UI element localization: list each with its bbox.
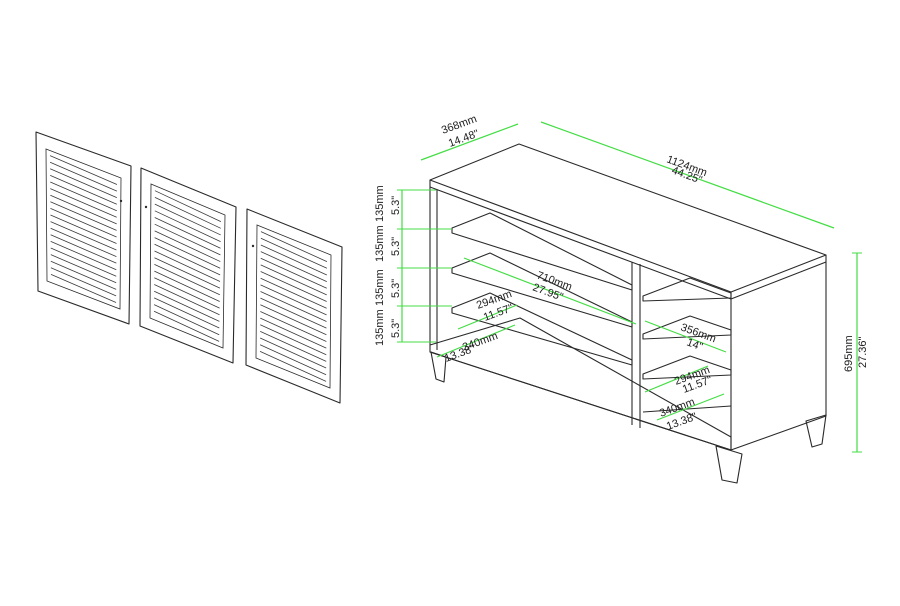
louver-slat [154,230,221,262]
louver-slat [260,291,327,322]
louver-slat [50,274,117,303]
louver-slat [154,223,221,256]
louver-slat [259,350,327,382]
louver-slat [154,290,220,322]
louver-slat [154,277,220,309]
shelf-gap-4-mm-label: 135mm [374,309,386,346]
louver-slat [50,201,117,231]
louver-slat [50,254,117,284]
louver-slat [260,264,327,296]
louver-slat [154,257,221,289]
louver-slat [50,241,117,271]
louver-slat [154,203,221,236]
louver-slat [154,217,221,249]
shelf-gap-1-mm-label: 135mm [374,185,386,222]
shelf-gap-2-mm-label: 135mm [374,225,386,262]
louver-slat [260,277,327,309]
louver-slat [154,237,221,269]
louver-slat [153,297,220,329]
louver-slat [260,311,327,342]
dimension-labels: 368mm 14.48" 1124mm 44.25" 695mm 27.36" … [374,113,869,433]
louver-slat [154,270,220,302]
louver-slat [154,210,221,242]
louver-slat [154,243,221,276]
louver-slat [50,260,117,290]
louver-slat [260,297,327,329]
louver-slat [49,161,118,192]
louver-slat [50,181,117,212]
louver-slat [50,214,117,244]
louver-slat [153,304,220,336]
shelf-gap-4-inch-label: 5.3" [390,319,402,338]
louver-slat [260,257,327,289]
louver-slat [153,310,220,342]
shelf-gap-1-inch-label: 5.3" [390,196,402,215]
louver-slat [50,175,117,205]
louver-slat [50,267,117,297]
louver-slat [260,331,327,362]
height-mm-label: 695mm [843,335,855,372]
louver-slat [154,250,221,282]
louver-slat [259,344,327,376]
louver-slat [154,197,221,229]
louver-slat [49,155,118,185]
louver-slat [259,337,327,369]
louver-slat [260,271,327,302]
louvered-door-left [35,131,132,325]
louver-slat [260,324,327,356]
shelf-gap-3-mm-label: 135mm [374,269,386,306]
louver-slat [154,190,222,223]
louvered-door-middle [139,167,237,364]
louvered-door-right [245,208,343,404]
louver-slat [50,194,117,225]
louver-slat [154,264,220,296]
louver-slat [50,188,117,218]
louver-slat [260,244,328,276]
louver-slat [260,304,327,336]
cabinet-body [429,143,827,484]
dimension-lines [397,121,862,453]
shelf-gap-3-inch-label: 5.3" [390,279,402,298]
louver-slat [50,227,117,257]
louver-slat [50,247,117,277]
louver-slat [50,234,117,264]
louver-slat [260,284,327,316]
louver-slat [49,168,118,199]
louver-slat [260,231,328,263]
louver-slat [260,251,327,282]
louver-slat [260,317,327,349]
louver-slat [260,237,328,269]
shelf-gap-2-inch-label: 5.3" [390,237,402,256]
louver-slat [154,284,220,316]
right-shelf-width-inch-label: 14" [685,337,704,354]
height-inch-label: 27.36" [857,336,869,368]
louver-slat [50,221,117,251]
louver-slat [50,208,117,238]
